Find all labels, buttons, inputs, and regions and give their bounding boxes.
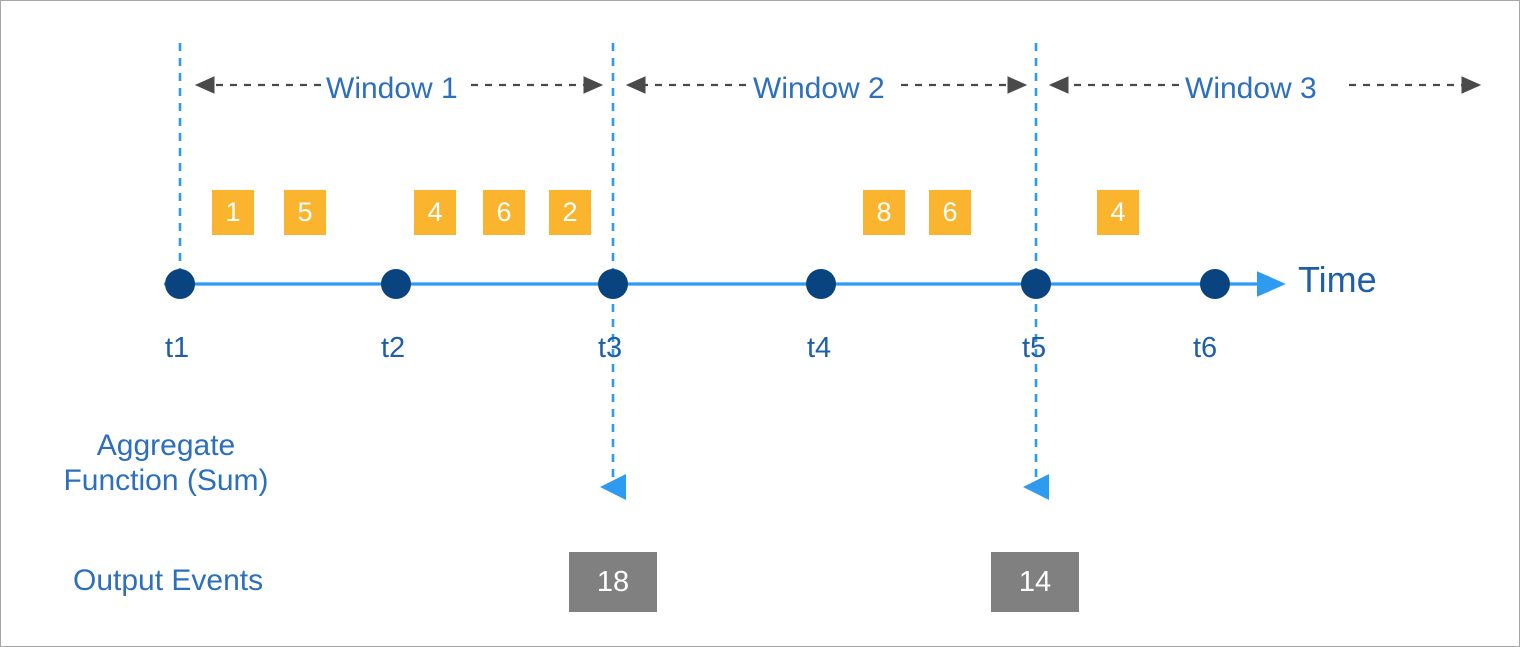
event-box[interactable]: 1	[212, 190, 254, 235]
event-box[interactable]: 8	[863, 190, 905, 235]
time-dot-t6	[1200, 269, 1230, 299]
tick-label-t4: t4	[807, 332, 832, 364]
tick-label-t2: t2	[381, 332, 406, 364]
window-label-2: Window 2	[753, 72, 885, 105]
aggregate-function-label: Aggregate Function (Sum)	[41, 428, 291, 499]
event-box[interactable]: 6	[929, 190, 971, 235]
tick-label-t3: t3	[598, 332, 623, 364]
output-box[interactable]: 14	[991, 552, 1079, 612]
time-dot-t3	[598, 269, 628, 299]
time-axis	[164, 269, 1286, 299]
tick-label-t1: t1	[165, 332, 190, 364]
window-label-1: Window 1	[326, 72, 458, 105]
window-label-3: Window 3	[1185, 72, 1317, 105]
event-box[interactable]: 5	[284, 190, 326, 235]
time-dot-t4	[806, 269, 836, 299]
time-dot-t5	[1021, 269, 1051, 299]
output-events-label: Output Events	[73, 564, 264, 597]
event-box[interactable]: 4	[414, 190, 456, 235]
time-dot-t1	[165, 269, 195, 299]
event-box[interactable]: 2	[549, 190, 591, 235]
time-dot-t2	[381, 269, 411, 299]
time-axis-label: Time	[1298, 259, 1377, 300]
event-box[interactable]: 6	[483, 190, 525, 235]
aggregate-function-label-line1: Aggregate	[96, 429, 236, 462]
tick-label-t6: t6	[1193, 332, 1218, 364]
aggregate-function-label-line2: Function (Sum)	[63, 464, 269, 498]
tick-label-t5: t5	[1022, 332, 1047, 364]
output-box[interactable]: 18	[569, 552, 657, 612]
event-box[interactable]: 4	[1097, 190, 1139, 235]
